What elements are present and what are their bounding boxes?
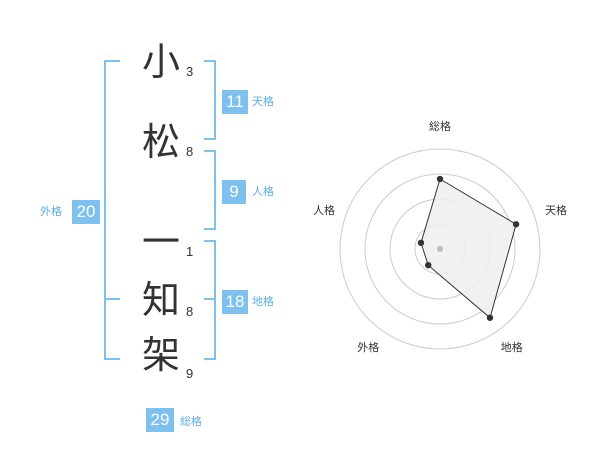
chikaku-value: 18 bbox=[222, 290, 248, 314]
gaikaku-label: 外格 bbox=[40, 205, 62, 218]
radar-ring bbox=[339, 148, 541, 350]
jinkaku-bracket bbox=[204, 150, 216, 230]
radar-point-0 bbox=[436, 175, 444, 183]
gaikaku-bracket bbox=[104, 60, 120, 360]
radar-point-2 bbox=[486, 314, 494, 321]
radar-point-4 bbox=[417, 239, 425, 247]
soukaku-label: 総格 bbox=[180, 415, 202, 428]
stroke-count-4: 8 bbox=[186, 304, 194, 319]
given-char-1: 一 bbox=[141, 220, 180, 264]
radar-axis-label-4: 人格 bbox=[312, 204, 335, 218]
radar-ring bbox=[364, 173, 516, 325]
radar-axis-label-1: 天格 bbox=[545, 204, 568, 218]
given-char-2: 知 bbox=[141, 278, 180, 322]
surname-char-2: 松 bbox=[141, 120, 180, 164]
chikaku-bracket-tick bbox=[204, 298, 216, 300]
jinkaku-value: 9 bbox=[222, 180, 246, 204]
gaikaku-value: 20 bbox=[72, 200, 100, 224]
soukaku-value: 29 bbox=[146, 408, 174, 432]
chikaku-bracket bbox=[204, 240, 216, 360]
tenkaku-bracket bbox=[204, 60, 216, 140]
given-char-3: 架 bbox=[141, 333, 180, 377]
tenkaku-label: 天格 bbox=[252, 95, 274, 108]
stroke-count-1: 3 bbox=[186, 64, 194, 79]
tenkaku-value: 11 bbox=[222, 90, 248, 114]
radar-polygon bbox=[420, 178, 517, 319]
stroke-count-3: 1 bbox=[186, 244, 194, 259]
chikaku-label: 地格 bbox=[252, 295, 274, 308]
jinkaku-label: 人格 bbox=[252, 185, 274, 198]
radar-center-dot bbox=[437, 246, 443, 252]
radar-axis-label-0: 総格 bbox=[429, 120, 451, 133]
radar-axis-label-2: 地格 bbox=[500, 340, 523, 354]
surname-char-1: 小 bbox=[141, 40, 180, 84]
radar-axis-label-3: 外格 bbox=[357, 340, 380, 354]
radar-point-1 bbox=[512, 221, 520, 228]
gaikaku-bracket-tick bbox=[104, 298, 120, 300]
stroke-count-5: 9 bbox=[186, 366, 194, 381]
radar-point-3 bbox=[425, 261, 432, 269]
stroke-count-2: 8 bbox=[186, 144, 194, 159]
